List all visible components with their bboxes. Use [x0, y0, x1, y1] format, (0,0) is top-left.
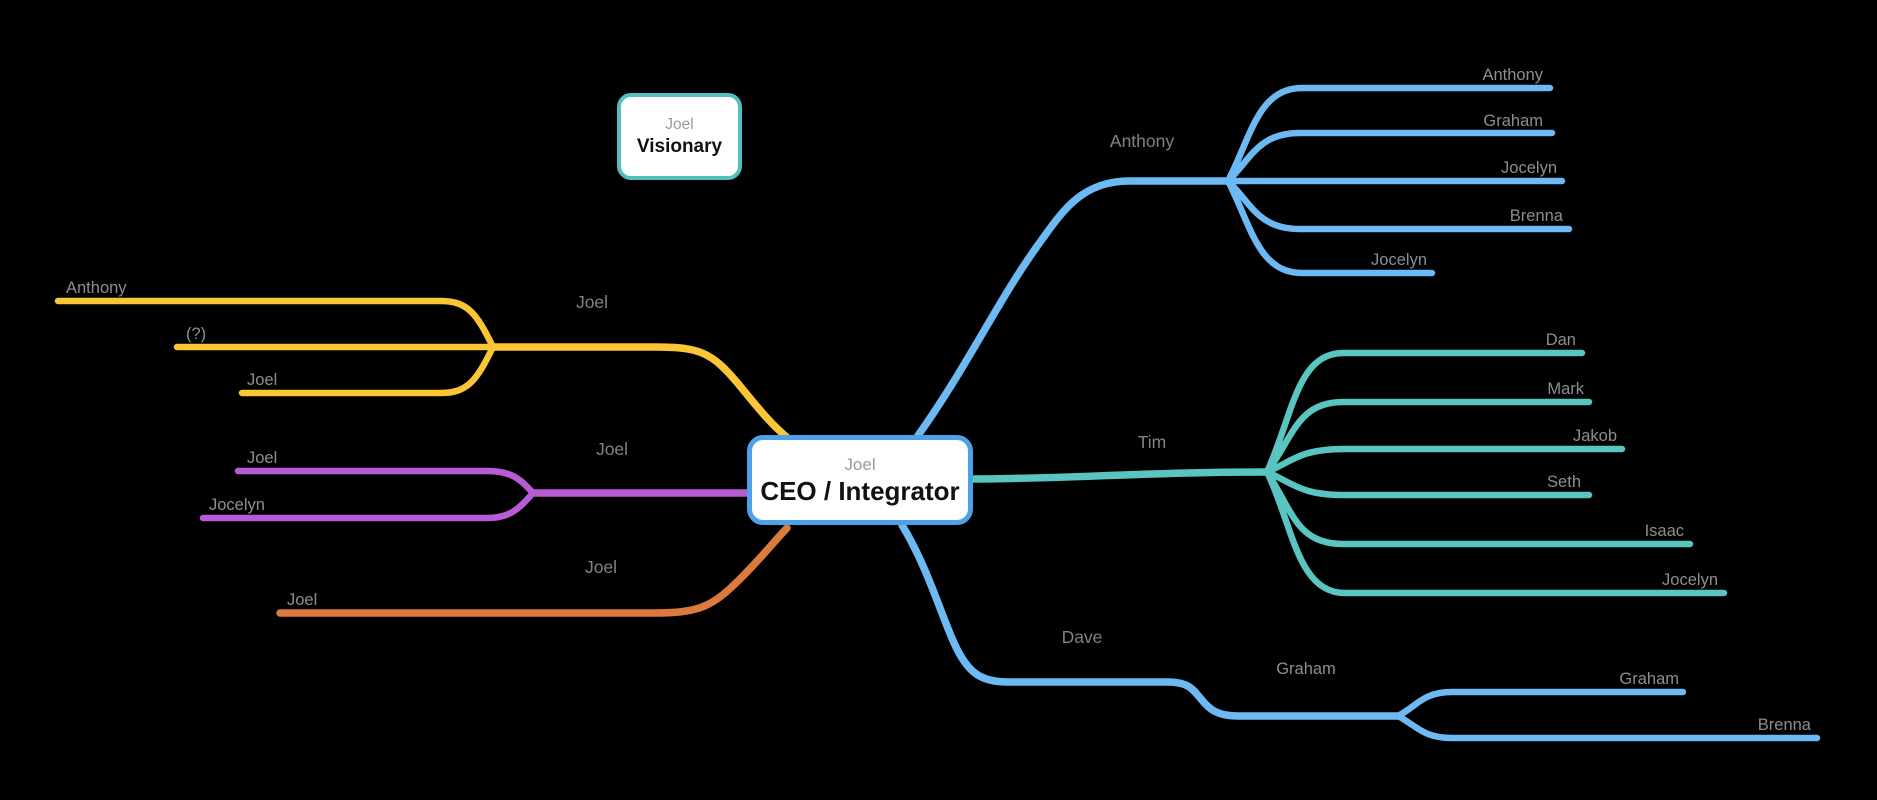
- node-label-anthony-child-3[interactable]: Brenna: [1510, 207, 1564, 225]
- branch-line-tim-trunk: [966, 468, 1271, 483]
- node-ceo-title: CEO / Integrator: [760, 476, 960, 506]
- branch-line-purple-child-joel: [234, 467, 537, 497]
- branch-line-tim-child-4: [1263, 468, 1694, 548]
- node-label-dave-subparent[interactable]: Graham: [1276, 660, 1336, 678]
- branch-line-dave-grandchild-1: [1394, 712, 1821, 742]
- node-label-orange-parent[interactable]: Joel: [585, 557, 617, 577]
- node-label-tim-child-4[interactable]: Isaac: [1645, 522, 1684, 540]
- branch-line-tim-child-0: [1263, 349, 1586, 476]
- branch-line-yellow-child-anthony: [54, 297, 497, 351]
- node-label-tim-child-3[interactable]: Seth: [1547, 473, 1581, 491]
- node-label-purple-child-1[interactable]: Jocelyn: [209, 496, 265, 514]
- node-ceo-subtitle: Joel: [844, 455, 876, 474]
- node-label-tim-child-1[interactable]: Mark: [1547, 380, 1584, 398]
- branch-line-tim-child-1: [1263, 398, 1593, 476]
- branch-line-tim-child-5: [1263, 468, 1728, 597]
- node-visionary[interactable]: Joel Visionary: [617, 93, 742, 180]
- node-label-tim-child-5[interactable]: Jocelyn: [1662, 571, 1718, 589]
- node-label-orange-child-0[interactable]: Joel: [287, 591, 317, 609]
- node-label-anthony-parent[interactable]: Anthony: [1110, 131, 1174, 151]
- node-label-purple-child-0[interactable]: Joel: [247, 449, 277, 467]
- node-label-dave-parent[interactable]: Dave: [1062, 627, 1103, 647]
- node-label-anthony-child-2[interactable]: Jocelyn: [1501, 159, 1557, 177]
- node-visionary-title: Visionary: [636, 136, 723, 158]
- node-ceo-integrator[interactable]: Joel CEO / Integrator: [747, 435, 973, 525]
- node-label-anthony-child-0[interactable]: Anthony: [1482, 66, 1543, 84]
- branch-line-anthony-child-4: [1224, 177, 1436, 277]
- node-label-anthony-child-4[interactable]: Jocelyn: [1371, 251, 1427, 269]
- node-label-yellow-child-2[interactable]: Joel: [247, 371, 277, 389]
- node-label-purple-parent[interactable]: Joel: [596, 439, 628, 459]
- branch-line-purple-child-jocelyn: [199, 489, 537, 522]
- branch-line-anthony-trunk: [913, 177, 1232, 441]
- branch-line-yellow-trunk: [489, 343, 794, 444]
- node-label-tim-child-2[interactable]: Jakob: [1573, 427, 1617, 445]
- node-label-yellow-parent[interactable]: Joel: [576, 292, 608, 312]
- node-label-yellow-child-0[interactable]: Anthony: [66, 279, 127, 297]
- branch-line-dave-grandchild-0: [1394, 688, 1687, 720]
- node-label-tim-parent[interactable]: Tim: [1138, 432, 1167, 452]
- node-label-yellow-child-1[interactable]: (?): [186, 325, 206, 343]
- branch-line-anthony-child-3: [1224, 177, 1573, 233]
- branch-line-yellow-child-joel: [238, 343, 497, 397]
- branch-line-anthony-child-1: [1224, 129, 1556, 185]
- branch-line-orange-trunk: [276, 524, 791, 617]
- node-label-dave-grandchild-0[interactable]: Graham: [1619, 670, 1679, 688]
- branch-line-dave-trunk: [898, 521, 1402, 720]
- node-visionary-subtitle: Joel: [665, 115, 694, 133]
- node-label-tim-child-0[interactable]: Dan: [1546, 331, 1576, 349]
- node-label-dave-grandchild-1[interactable]: Brenna: [1758, 716, 1812, 734]
- branch-line-anthony-child-0: [1224, 84, 1554, 185]
- branch-line-tim-child-2: [1263, 445, 1626, 476]
- node-label-anthony-child-1[interactable]: Graham: [1483, 112, 1543, 130]
- branch-line-tim-child-3: [1263, 468, 1593, 499]
